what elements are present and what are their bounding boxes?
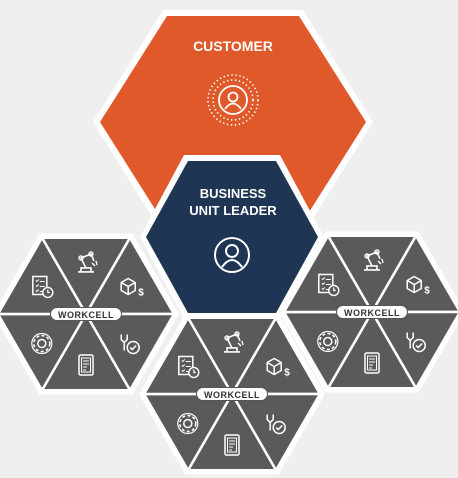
workcell-hexagon bbox=[139, 313, 325, 475]
customer-label: CUSTOMER bbox=[193, 38, 273, 54]
leader-label-line1: BUSINESS bbox=[199, 186, 267, 201]
leader-label-line2: UNIT LEADER bbox=[189, 203, 277, 218]
user-radiating-icon bbox=[207, 74, 259, 126]
user-circle-icon bbox=[214, 237, 250, 273]
workcell-label: WORKCELL bbox=[196, 387, 268, 401]
workcell-label: WORKCELL bbox=[336, 305, 408, 319]
workcell-label: WORKCELL bbox=[50, 307, 122, 321]
workcell-hexagon bbox=[279, 231, 458, 393]
customer-hexagon bbox=[93, 10, 373, 234]
